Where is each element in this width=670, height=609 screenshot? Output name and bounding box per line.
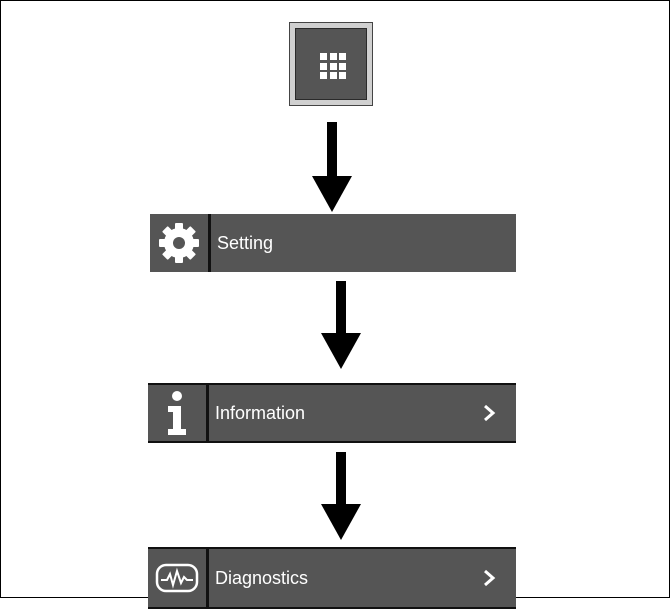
gear-icon (159, 223, 199, 263)
down-arrow-icon (312, 122, 352, 212)
diagnostics-label: Diagnostics (215, 567, 309, 588)
down-arrow-icon (321, 452, 361, 540)
separator (206, 549, 209, 607)
gear-icon-cell (150, 214, 208, 272)
setting-menu-item[interactable]: Setting (150, 214, 516, 272)
separator (206, 385, 209, 441)
chevron-right-icon (482, 385, 496, 441)
waveform-monitor-icon (155, 563, 199, 593)
apps-grid-button[interactable] (289, 22, 373, 106)
apps-grid-button-face (295, 28, 367, 100)
information-label: Information (215, 402, 306, 423)
down-arrow-icon (321, 281, 361, 369)
apps-grid-icon (320, 53, 346, 79)
separator (208, 214, 211, 272)
information-menu-item[interactable]: Information (148, 383, 516, 443)
info-icon (168, 391, 186, 435)
setting-label: Setting (217, 232, 274, 253)
chevron-right-icon (482, 549, 496, 607)
diagnostics-menu-item[interactable]: Diagnostics (148, 547, 516, 609)
waveform-icon-cell (148, 549, 206, 607)
info-icon-cell (148, 385, 206, 441)
